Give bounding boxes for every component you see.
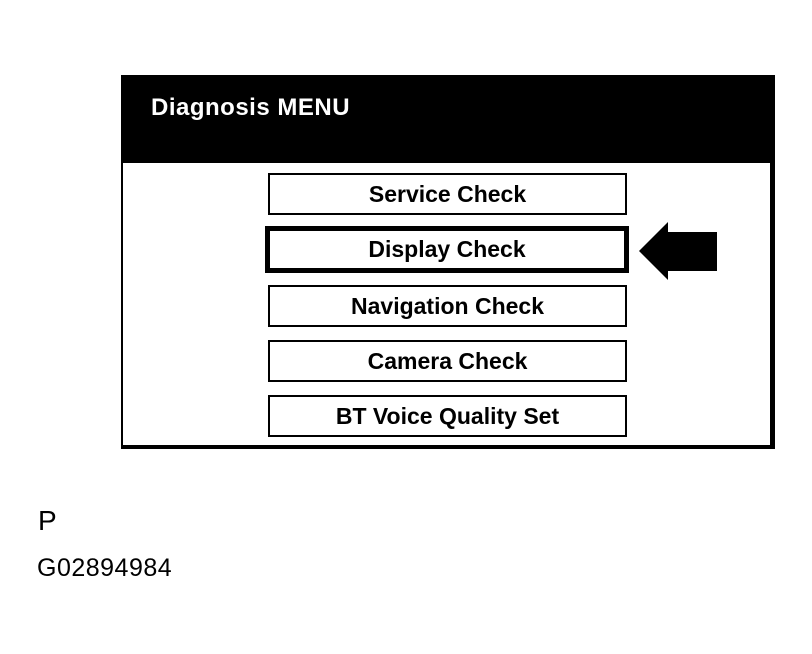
diagnosis-menu-screen: Diagnosis MENU Service Check Display Che… xyxy=(121,75,775,449)
menu-button-navigation-check[interactable]: Navigation Check xyxy=(268,285,627,327)
menu-button-service-check[interactable]: Service Check xyxy=(268,173,627,215)
menu-button-camera-check[interactable]: Camera Check xyxy=(268,340,627,382)
screen-title: Diagnosis MENU xyxy=(151,94,351,121)
menu-button-bt-voice-quality-set[interactable]: BT Voice Quality Set xyxy=(268,395,627,437)
menu-button-display-check[interactable]: Display Check xyxy=(265,226,629,273)
screen-title-bar: Diagnosis MENU xyxy=(121,75,775,163)
arrow-left-icon xyxy=(639,222,717,280)
figure-id: G02894984 xyxy=(37,554,173,582)
figure-caption-letter: P xyxy=(38,505,57,536)
